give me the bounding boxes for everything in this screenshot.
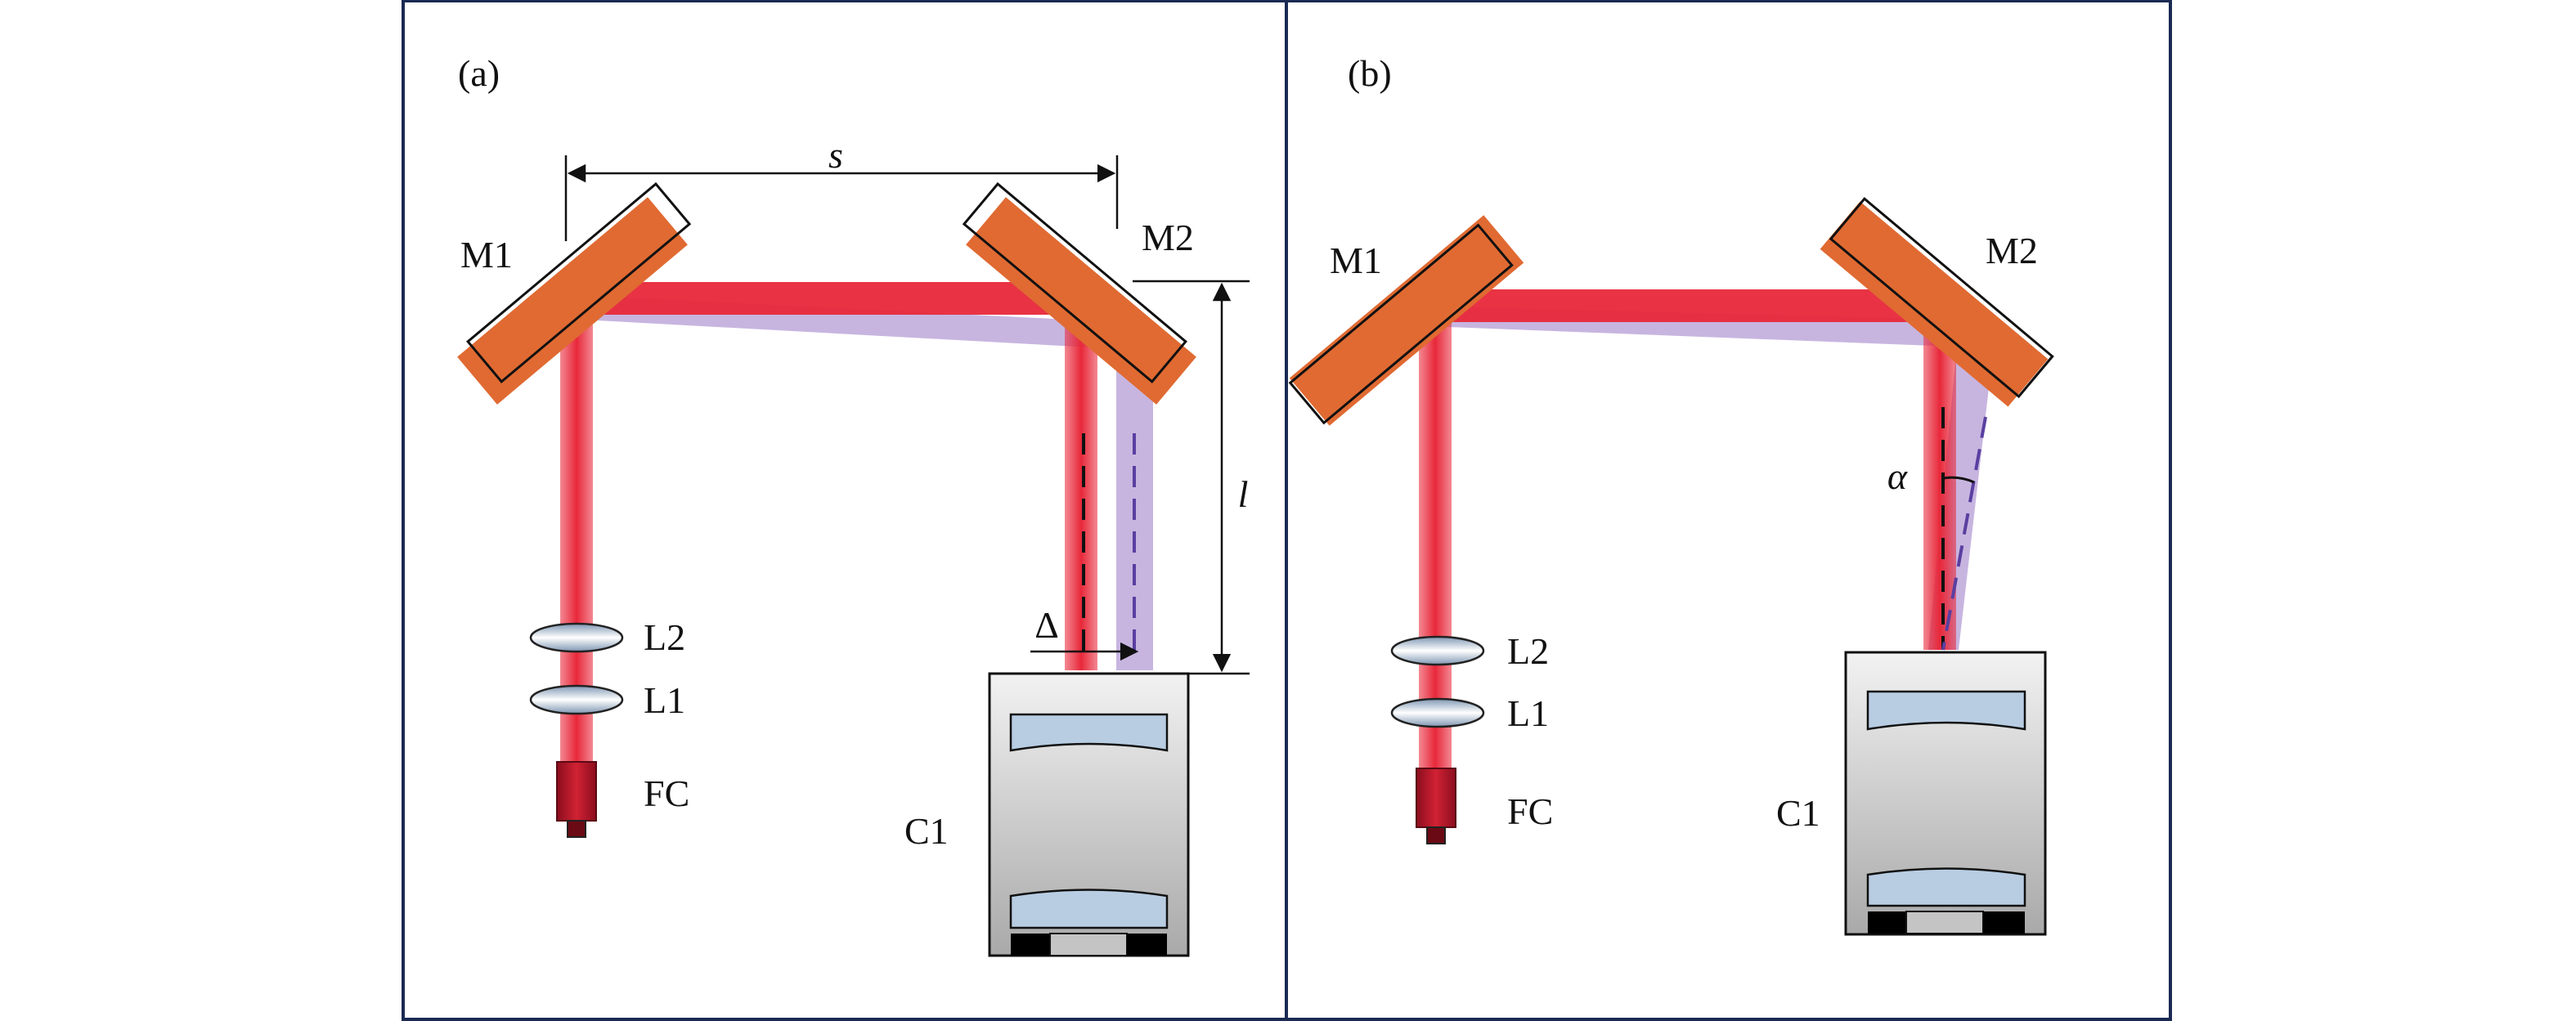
panel-a-mirror-2 (962, 181, 1196, 405)
panel-a-fiber-collimator (556, 761, 597, 838)
panel-b-camera-label: C1 (1776, 792, 1820, 834)
panel-a-red-beam-horizontal (577, 282, 1096, 315)
panel-b: α (b) M1 M2 L2 L1 FC C1 (1285, 0, 2172, 1021)
panel-a-dim-l-label: l (1238, 473, 1249, 515)
panel-b-lens-2-label: L2 (1507, 630, 1549, 672)
panel-a-lens-1-label: L1 (644, 679, 685, 721)
panel-b-collimator-label: FC (1507, 790, 1553, 832)
panel-a-collimator-label: FC (644, 772, 689, 814)
panel-a-mirror-1-label: M1 (460, 234, 513, 275)
panel-a-tag: (a) (458, 52, 500, 94)
panel-a-camera (988, 672, 1190, 957)
panel-a-lens-2 (529, 622, 624, 653)
panel-a-lens-2-label: L2 (644, 616, 685, 658)
panel-a-mirror-2-label: M2 (1142, 217, 1194, 258)
panel-b-lens-2 (1390, 635, 1485, 666)
panel-b-lens-1-label: L1 (1507, 692, 1549, 734)
panel-a-mirror-1 (457, 181, 692, 405)
panel-b-red-beam-input (1419, 315, 1452, 772)
panel-a-red-beam-output (1065, 311, 1097, 670)
panel-b-red-beam-output (1923, 315, 1956, 650)
panel-a-dim-delta-label: Δ (1034, 604, 1059, 646)
panel-b-mirror-2 (1820, 197, 2054, 407)
panel-b-angle-arc (1942, 476, 1975, 484)
panel-b-tilted-dashed-line (1941, 416, 1987, 651)
panel-b-fiber-collimator (1416, 768, 1456, 844)
panel-b-camera (1844, 651, 2047, 936)
panel-b-red-beam-horizontal (1435, 289, 1946, 322)
panel-b-tag: (b) (1348, 52, 1392, 94)
panel-b-mirror-1 (1288, 215, 1524, 426)
panel-a-camera-label: C1 (904, 810, 949, 852)
panel-a-dim-s-label: s (828, 134, 843, 176)
panel-a: s l Δ (a) M1 M2 L2 L1 FC (402, 0, 1288, 1021)
panel-b-mirror-1-label: M1 (1330, 240, 1382, 281)
panel-a-lens-1 (529, 684, 624, 715)
panel-b-mirror-2-label: M2 (1986, 230, 2038, 271)
panel-b-lens-1 (1390, 697, 1485, 728)
panel-b-angle-label: α (1887, 455, 1908, 497)
